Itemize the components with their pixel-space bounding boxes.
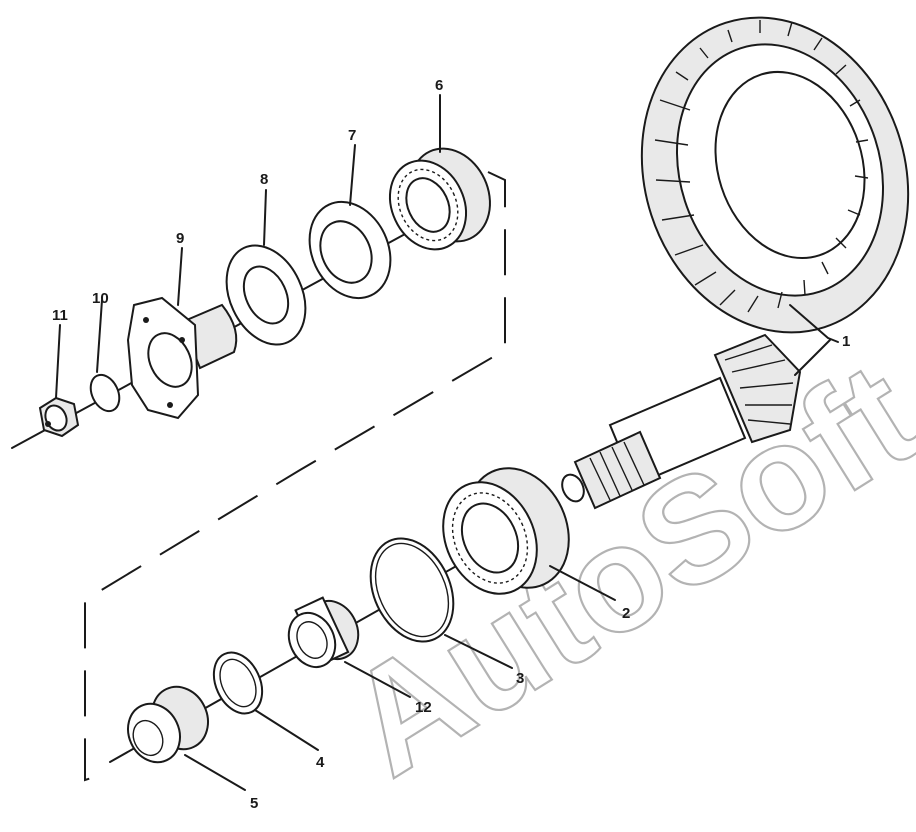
part-3-shim bbox=[369, 537, 455, 643]
callout-4: 4 bbox=[316, 754, 325, 771]
part-9-yoke bbox=[126, 296, 238, 420]
part-6-bearing bbox=[389, 147, 491, 251]
callout-11: 11 bbox=[52, 307, 68, 324]
part-7-seal bbox=[308, 200, 392, 300]
leader-lines bbox=[55, 94, 839, 791]
part-1-pinion-gear bbox=[561, 333, 802, 510]
callout-9: 9 bbox=[176, 230, 184, 247]
callout-6: 6 bbox=[435, 77, 443, 94]
callout-2: 2 bbox=[622, 605, 630, 622]
part-1-ring-gear bbox=[640, 16, 910, 334]
callout-labels: 1 2 3 4 5 6 7 8 9 10 11 12 bbox=[52, 77, 850, 812]
part-4-ring bbox=[212, 651, 264, 715]
callout-1: 1 bbox=[842, 333, 850, 350]
part-8-shim bbox=[225, 244, 307, 346]
callout-5: 5 bbox=[250, 795, 258, 812]
callout-10: 10 bbox=[92, 290, 109, 307]
callout-12: 12 bbox=[415, 699, 432, 716]
part-2-bearing bbox=[442, 467, 570, 595]
callout-3: 3 bbox=[516, 670, 524, 687]
part-12-spacer bbox=[287, 596, 360, 669]
callout-8: 8 bbox=[260, 171, 268, 188]
part-5-bearing-cup bbox=[127, 685, 209, 764]
part-10-o-ring bbox=[89, 373, 121, 413]
callout-7: 7 bbox=[348, 127, 356, 144]
part-11-nut bbox=[38, 396, 80, 438]
